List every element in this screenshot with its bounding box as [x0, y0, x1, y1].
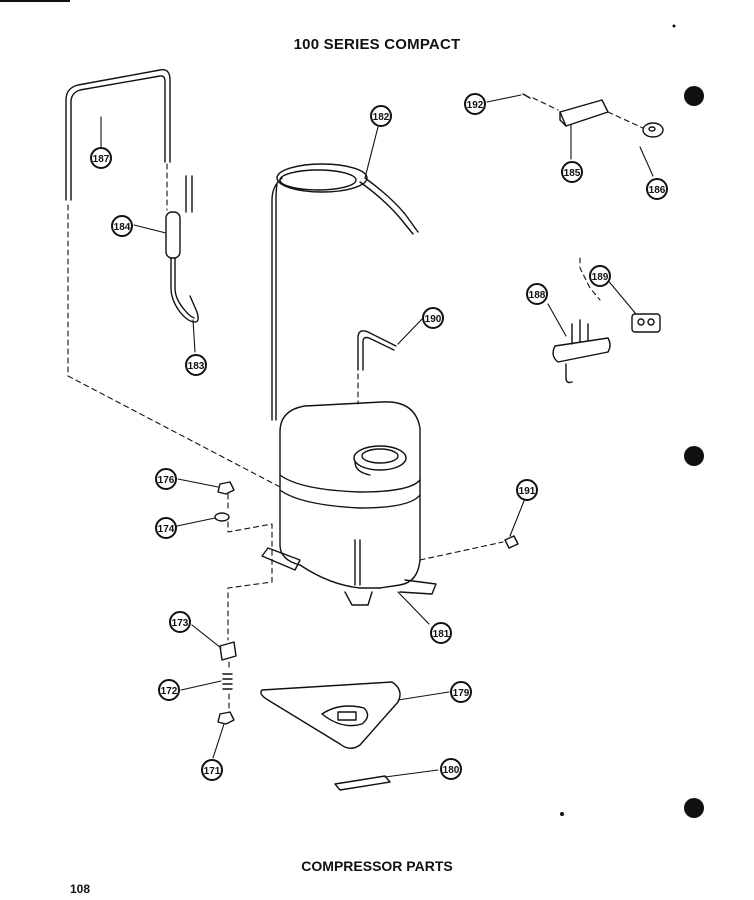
- drier-184: [165, 175, 199, 323]
- compressor-181: [261, 401, 437, 606]
- callout-188: 188: [526, 283, 548, 305]
- strip-180: [334, 775, 391, 791]
- callout-label: 172: [161, 686, 178, 697]
- callout-label: 181: [433, 629, 450, 640]
- callout-174: 174: [155, 517, 177, 539]
- callout-185: 185: [561, 161, 583, 183]
- diagram-title: 100 SERIES COMPACT: [293, 36, 461, 53]
- callout-label: 174: [158, 524, 175, 535]
- callout-182: 182: [370, 105, 392, 127]
- callout-176: 176: [155, 468, 177, 490]
- capillary-tube-187: [65, 69, 171, 201]
- callout-leaders: [100, 94, 654, 778]
- callout-179: 179: [450, 681, 472, 703]
- top-rule: [0, 0, 70, 2]
- callout-171: 171: [201, 759, 223, 781]
- callout-173: 173: [169, 611, 191, 633]
- callout-label: 183: [188, 361, 205, 372]
- callout-label: 189: [592, 272, 609, 283]
- callout-172: 172: [158, 679, 180, 701]
- callout-label: 171: [204, 766, 221, 777]
- callout-190: 190: [422, 307, 444, 329]
- callout-180: 180: [440, 758, 462, 780]
- callout-label: 187: [93, 154, 110, 165]
- callout-189: 189: [589, 265, 611, 287]
- callout-label: 180: [443, 765, 460, 776]
- callout-label: 186: [649, 185, 666, 196]
- diagram-caption: COMPRESSOR PARTS: [301, 858, 453, 874]
- base-plate-179: [260, 681, 401, 749]
- screw-192: [522, 93, 531, 99]
- callout-181: 181: [430, 622, 452, 644]
- bracket-185: [559, 99, 609, 127]
- callout-label: 176: [158, 475, 175, 486]
- grommet-186: [642, 122, 664, 138]
- callout-label: 179: [453, 688, 470, 699]
- callout-184: 184: [111, 215, 133, 237]
- coiled-tube-182: [271, 163, 419, 421]
- callout-187: 187: [90, 147, 112, 169]
- callout-label: 188: [529, 290, 546, 301]
- callout-192: 192: [464, 93, 486, 115]
- callout-label: 184: [114, 222, 131, 233]
- dashed-assembly-lines: [67, 97, 644, 709]
- cap-191: [504, 535, 519, 549]
- callout-label: 192: [467, 100, 484, 111]
- callout-label: 190: [425, 314, 442, 325]
- callout-label: 182: [373, 112, 390, 123]
- callout-191: 191: [516, 479, 538, 501]
- terminal-block-189: [631, 313, 661, 333]
- relay-188: [552, 319, 611, 384]
- callout-label: 173: [172, 618, 189, 629]
- registration-marks: [560, 24, 704, 818]
- tube-190: [357, 330, 397, 371]
- fastener-stack: [214, 481, 237, 725]
- callout-186: 186: [646, 178, 668, 200]
- callout-183: 183: [185, 354, 207, 376]
- callout-label: 185: [564, 168, 581, 179]
- callout-label: 191: [519, 486, 536, 497]
- page-number: 108: [70, 882, 91, 896]
